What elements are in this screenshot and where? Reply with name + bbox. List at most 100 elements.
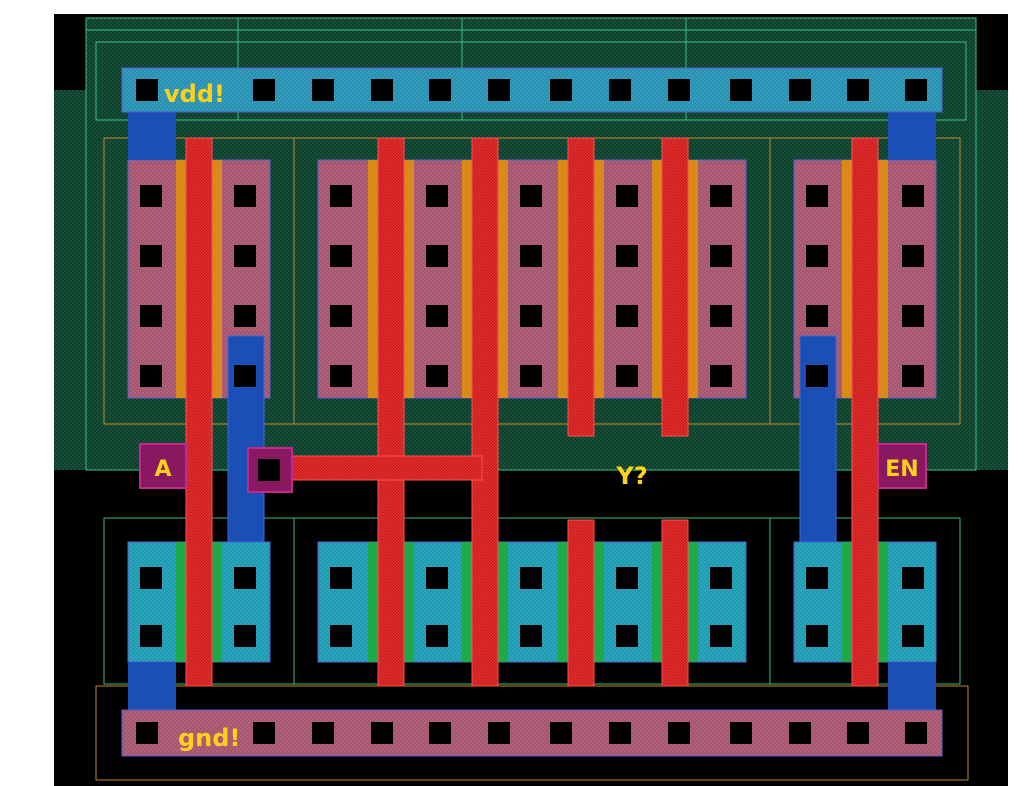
pdiff-contact [140, 245, 162, 267]
vdd-contact [136, 79, 158, 101]
ndiff-contact [902, 567, 924, 589]
gnd-contact [136, 722, 158, 744]
pin-en-label: EN [885, 457, 918, 482]
poly-gate [661, 519, 689, 687]
vdd-contact [312, 79, 334, 101]
pdiff-contact [806, 365, 828, 387]
pdiff-contact [710, 365, 732, 387]
vdd-contact [429, 79, 451, 101]
pdiff-contact [426, 185, 448, 207]
pdiff-contact [520, 185, 542, 207]
ndiff-contact [330, 625, 352, 647]
vdd-contact [789, 79, 811, 101]
pdiff-contact [520, 245, 542, 267]
ndiff-contact [140, 567, 162, 589]
pdiff-contact [426, 305, 448, 327]
pdiff-contact [902, 365, 924, 387]
vdd-label: vdd! [164, 80, 225, 108]
poly-gates [185, 137, 879, 687]
pdiff-contact [616, 245, 638, 267]
pin-en[interactable] [877, 443, 927, 489]
ndiff-contact [710, 567, 732, 589]
ndiff-contact [140, 625, 162, 647]
ndiff-contact [234, 567, 256, 589]
vdd-contact [371, 79, 393, 101]
pdiff-contact [234, 365, 256, 387]
pdiff-contact [140, 365, 162, 387]
pdiff-contact [426, 365, 448, 387]
gnd-contact [550, 722, 572, 744]
pdiff-contact [330, 185, 352, 207]
ndiff-contact [806, 567, 828, 589]
pdiff-contact [616, 185, 638, 207]
vdd-contact [847, 79, 869, 101]
metal1-strap [128, 110, 176, 160]
pin-a[interactable] [139, 443, 187, 489]
pdiff-contact [330, 305, 352, 327]
pselect-outline [103, 137, 961, 425]
ndiff-contact [520, 567, 542, 589]
gnd-contact [609, 722, 631, 744]
gnd-contact [789, 722, 811, 744]
ndiff-contact [426, 625, 448, 647]
pdiff-contact [806, 245, 828, 267]
nselect-outline [103, 517, 961, 685]
pdiff-contact [330, 365, 352, 387]
gnd-contact [905, 722, 927, 744]
ndiff-contact [710, 625, 732, 647]
gnd-contact [371, 722, 393, 744]
poly-gate [471, 137, 499, 687]
vdd-rail [121, 67, 943, 113]
vdd-contact [609, 79, 631, 101]
pdiff-contact [330, 245, 352, 267]
pdiff-contact [806, 305, 828, 327]
ndiff-contact [902, 625, 924, 647]
pdiff-contact [616, 365, 638, 387]
nwell-outline-outer [85, 17, 977, 471]
ndiff-contact [806, 625, 828, 647]
vdd-contact [253, 79, 275, 101]
gnd-contact [312, 722, 334, 744]
pdiff-contact [426, 245, 448, 267]
pdiff-contact [140, 185, 162, 207]
contacts [136, 79, 927, 744]
poly-gate [567, 519, 595, 687]
metal1-strap [128, 662, 176, 710]
pin-a-label: A [154, 457, 171, 482]
pdiff-contact [520, 365, 542, 387]
pdiff-contact [520, 305, 542, 327]
ndiff-contact [616, 567, 638, 589]
poly-gate [185, 137, 213, 687]
poly-gate [851, 137, 879, 687]
vdd-contact [905, 79, 927, 101]
gnd-contact [668, 722, 690, 744]
gnd-label: gnd! [178, 724, 240, 752]
gnd-rail [121, 709, 943, 757]
output-label: Y? [615, 462, 647, 490]
pdiff-contact [806, 185, 828, 207]
metal1-strap [888, 662, 936, 710]
pin-poly-contact-cut [258, 459, 280, 481]
ndiff-contact [520, 625, 542, 647]
pdiff-contact [902, 305, 924, 327]
vdd-contact [550, 79, 572, 101]
vdd-contact [488, 79, 510, 101]
gnd-contact [429, 722, 451, 744]
ndiff-contact [234, 625, 256, 647]
ndiff-contact [616, 625, 638, 647]
ndiff-contact [426, 567, 448, 589]
pdiff-contact [234, 185, 256, 207]
gnd-contact [488, 722, 510, 744]
ndiff-contact [330, 567, 352, 589]
poly-gate [377, 137, 405, 687]
pdiff-contact [710, 185, 732, 207]
gnd-contact [730, 722, 752, 744]
gnd-contact [253, 722, 275, 744]
pdiff-contact [234, 305, 256, 327]
poly-gate [661, 137, 689, 437]
poly-gate [567, 137, 595, 437]
pdiff-contact [140, 305, 162, 327]
pdiff-contact [616, 305, 638, 327]
gnd-select-outline [95, 685, 969, 781]
